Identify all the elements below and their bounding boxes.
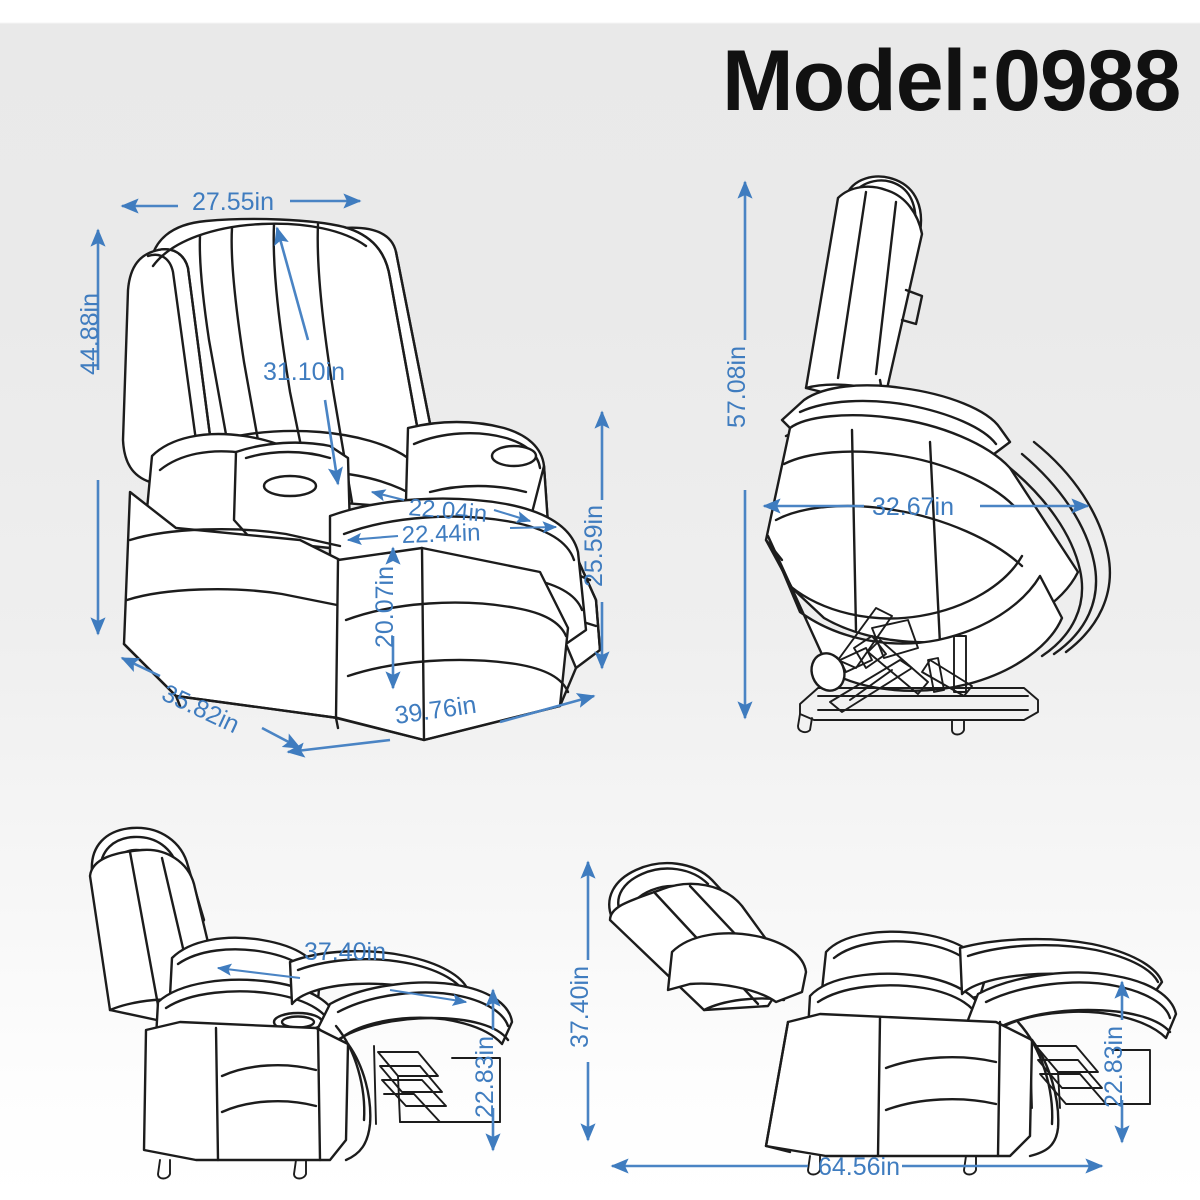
view-lift-side: 57.08in 32.67in [723, 175, 1112, 736]
chair-recline-drawing [608, 861, 1178, 1176]
dim-37-40-a: 37.40in [216, 938, 468, 1006]
chair-front-iso-drawing [121, 217, 602, 742]
lift-mechanism [797, 607, 1039, 736]
chair-tv-drawing [88, 826, 514, 1180]
dim-64-56: 64.56in [610, 1153, 1104, 1181]
dim-label-27-55: 27.55in [192, 188, 274, 216]
dim-22-83-a: 22.83in [471, 988, 501, 1152]
dim-44-88: 44.88in [76, 228, 106, 636]
dim-label-44-88: 44.88in [76, 293, 104, 375]
view-front-iso: 27.55in 44.88in 31.10in 22.04in [76, 188, 610, 758]
dim-27-55: 27.55in [120, 188, 362, 216]
page-title: Model:0988 [722, 33, 1181, 129]
dim-20-07: 20.07in [371, 546, 401, 690]
dim-label-32-67: 32.67in [872, 493, 954, 521]
dim-31-10: 31.10in [263, 226, 345, 486]
dim-25-59: 25.59in [580, 410, 610, 670]
dim-37-40-b: 37.40in [566, 860, 596, 1142]
chair-lift-drawing [764, 175, 1112, 736]
view-full-recline-side: 37.40in 22.83in 64.56in [566, 860, 1178, 1181]
footrest-bracket [373, 1045, 501, 1125]
dim-label-37-40-a: 37.40in [304, 938, 386, 966]
dim-label-64-56: 64.56in [818, 1153, 900, 1181]
view-tv-side: 37.40in 22.83in [88, 826, 514, 1180]
dim-22-83-b: 22.83in [1100, 980, 1130, 1144]
dim-label-20-07: 20.07in [371, 566, 399, 648]
dim-label-37-40-b: 37.40in [566, 966, 594, 1048]
footrest-bracket-2 [1029, 1039, 1151, 1109]
dim-label-22-83-b: 22.83in [1100, 1026, 1128, 1108]
dim-32-67: 32.67in [762, 493, 1090, 521]
dim-57-08: 57.08in [723, 180, 753, 720]
dim-label-25-59: 25.59in [580, 505, 608, 587]
dim-label-57-08: 57.08in [723, 346, 751, 428]
dim-22-44: 22.44in [346, 519, 558, 549]
dim-label-22-44: 22.44in [401, 519, 481, 549]
dim-label-22-83-a: 22.83in [471, 1036, 499, 1118]
dim-label-31-10: 31.10in [263, 358, 345, 386]
